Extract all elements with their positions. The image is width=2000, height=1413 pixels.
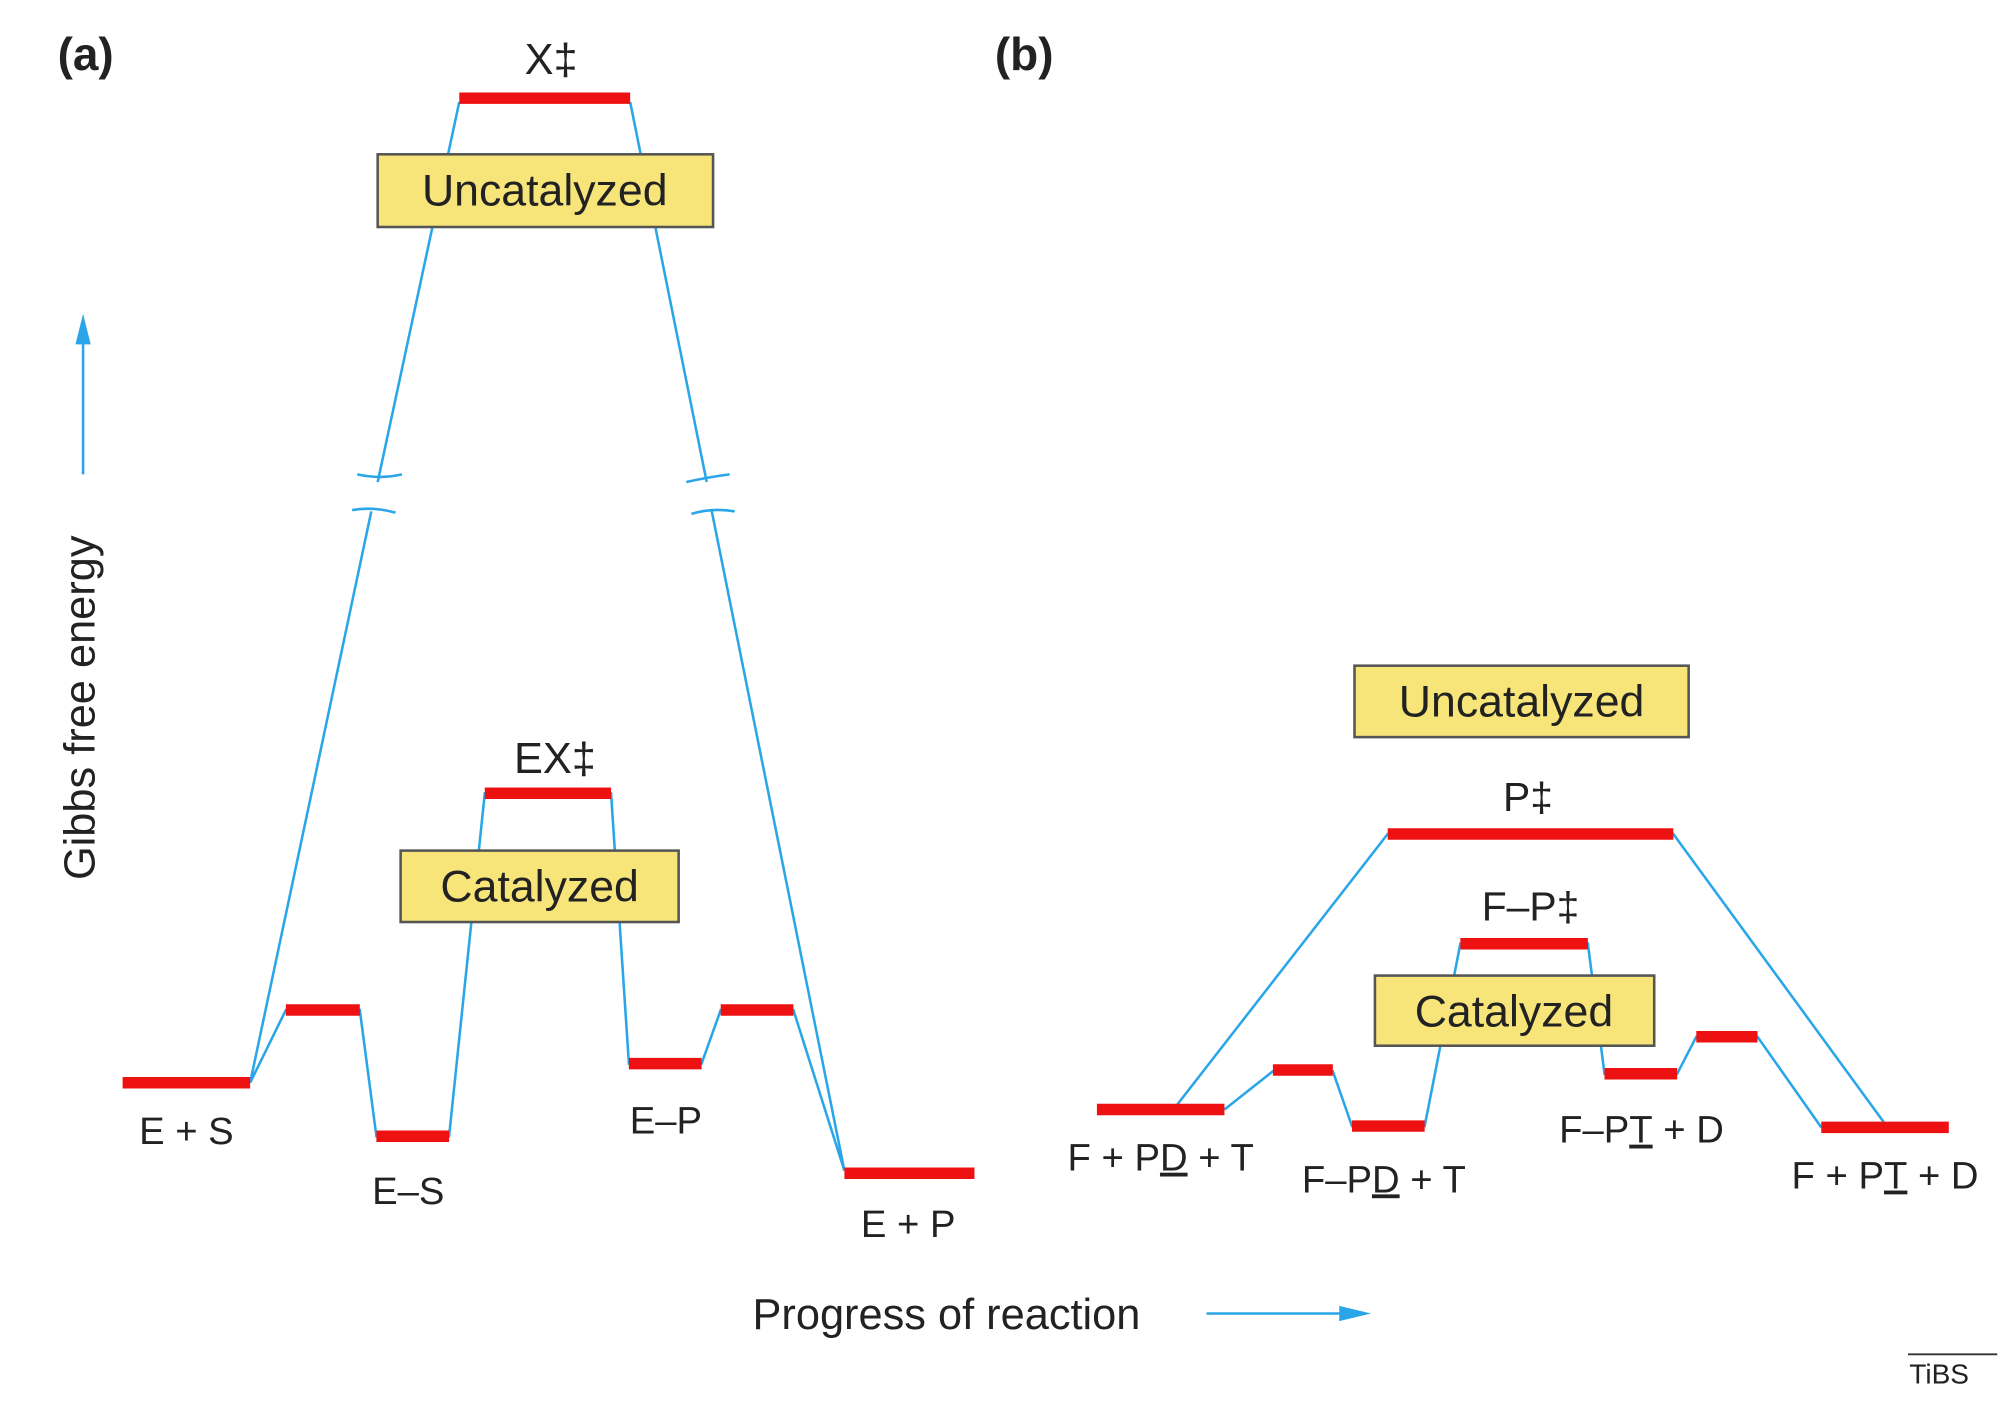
catalyzed-box-b xyxy=(1373,974,1656,1047)
uncatalyzed-label-b: Uncatalyzed xyxy=(1399,678,1645,727)
ts-cat-a-label: EX‡ xyxy=(514,735,596,783)
panel-a-label: (a) xyxy=(58,28,114,80)
catalyzed-label-a: Catalyzed xyxy=(440,863,638,912)
complex-pd-label: F–PD + T xyxy=(1302,1158,1466,1201)
ts-cat-b-label: F–P‡ xyxy=(1482,884,1580,930)
x-axis-arrow xyxy=(1206,1305,1372,1322)
uncatalyzed-box-b xyxy=(1353,664,1690,739)
panel-b-label: (b) xyxy=(995,28,1054,80)
x-axis-label: Progress of reaction xyxy=(753,1291,1141,1339)
start-b-label: F + PD + T xyxy=(1068,1137,1254,1180)
end-b-label: F + PT + D xyxy=(1792,1155,1979,1198)
ts-uncat-a-label: X‡ xyxy=(525,36,578,84)
ep-end-label: E + P xyxy=(861,1203,956,1246)
ts-uncat-b-label: P‡ xyxy=(1503,774,1553,820)
complex-ep-label: E–P xyxy=(630,1100,702,1143)
credit-label: TiBS xyxy=(1909,1359,1969,1390)
uncatalyzed-label-a: Uncatalyzed xyxy=(422,166,668,215)
complex-es-label: E–S xyxy=(372,1170,444,1213)
uncatalyzed-box-a xyxy=(376,153,715,229)
catalyzed-label-b: Catalyzed xyxy=(1415,988,1613,1037)
y-axis-label: Gibbs free energy xyxy=(57,535,105,880)
es-start-label: E + S xyxy=(139,1110,234,1153)
complex-pt-label: F–PT + D xyxy=(1559,1109,1724,1152)
catalyzed-box-a xyxy=(399,849,680,924)
y-axis-arrow xyxy=(75,313,91,475)
